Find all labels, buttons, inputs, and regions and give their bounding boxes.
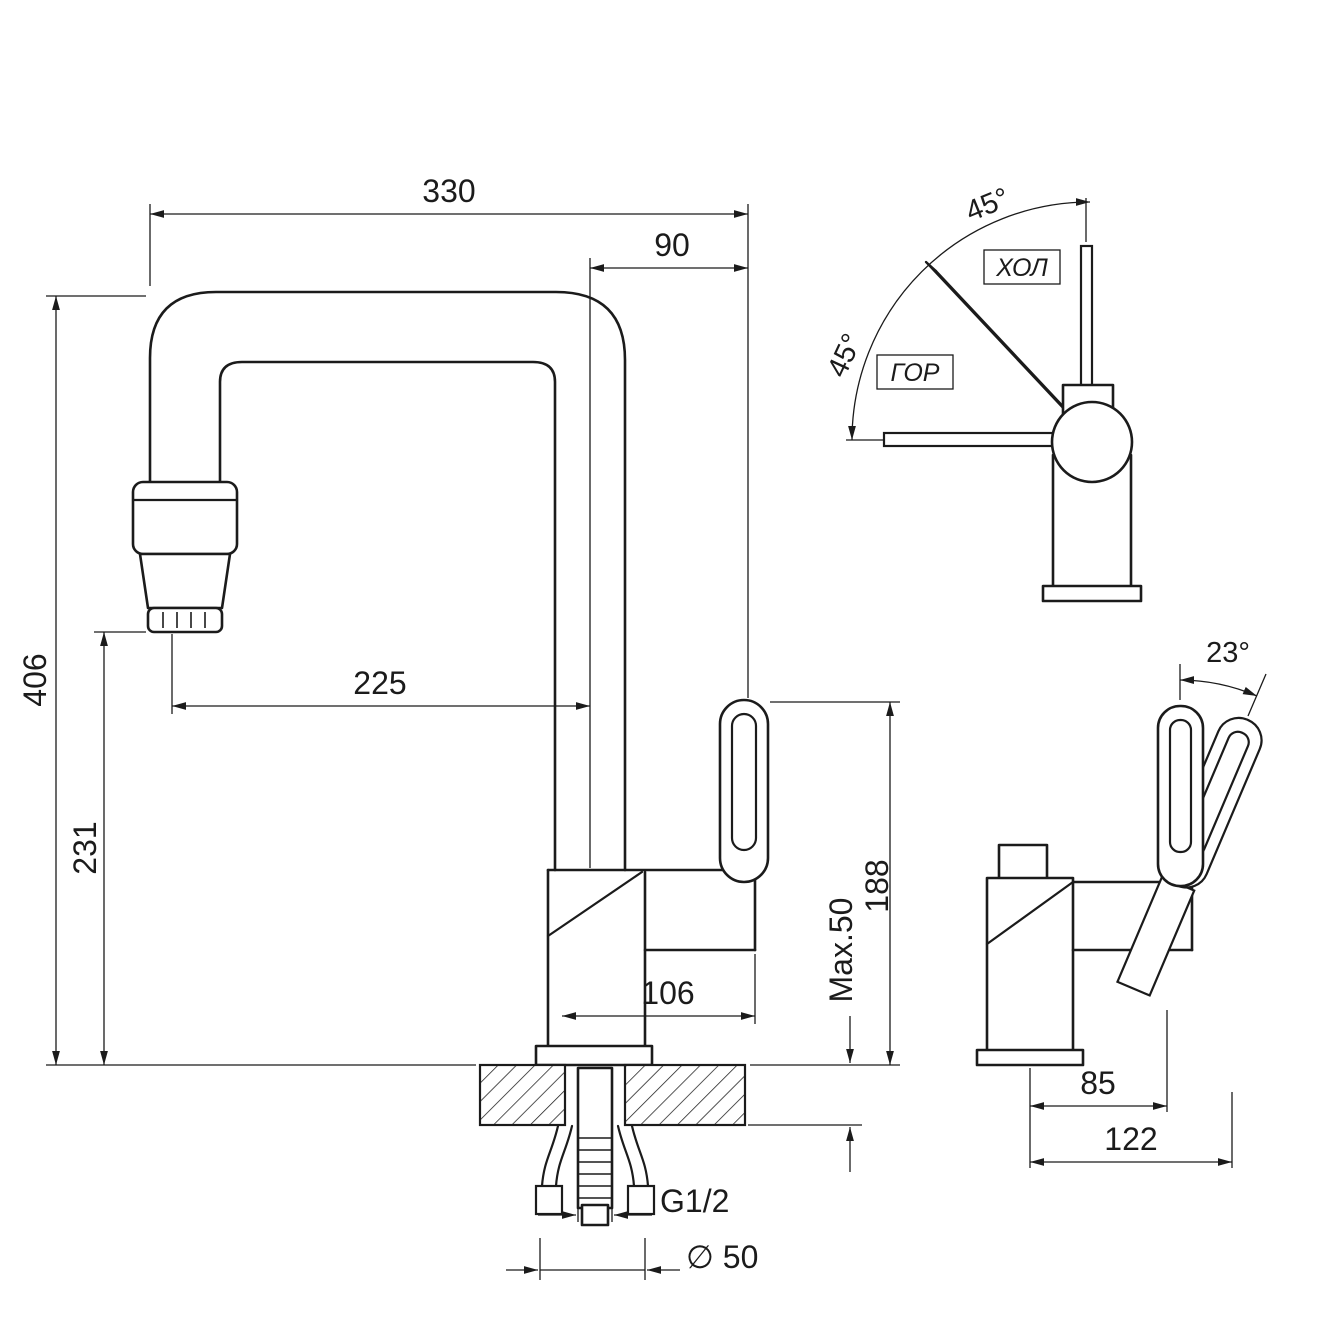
dim-total-height-label: 406 (17, 653, 53, 706)
dimension-106: 106 (562, 954, 756, 1024)
faucet-outline (131, 258, 770, 1067)
side-top-block (997, 843, 1049, 881)
handle-vertical-position (1079, 244, 1094, 390)
base-flange (534, 1044, 654, 1067)
dimension-122: 122 (1030, 1092, 1233, 1168)
front-handle-view: 45° 45° ХОЛ ГОР (821, 182, 1143, 603)
shank-and-hoses (534, 1066, 656, 1227)
dimension-diameter-50: ∅ 50 (506, 1238, 758, 1280)
dimension-231: 231 (67, 631, 146, 1065)
dimension-thread: G1/2 (538, 1183, 729, 1222)
hot-tag: ГОР (876, 354, 954, 390)
shank-nut (580, 1203, 610, 1227)
dim-spout-clearance-label: 231 (67, 821, 103, 874)
tilt-angle-label: 23° (1206, 637, 1250, 669)
hose-fitting-right (626, 1184, 656, 1216)
side-view: 23° 85 122 (975, 637, 1267, 1168)
dim-body-depth-label: 106 (641, 975, 694, 1011)
dimension-85: 85 (1029, 1010, 1168, 1168)
handle-horizontal-position (882, 431, 1082, 448)
dim-122-label: 122 (1104, 1121, 1157, 1157)
angle-upper-label: 45° (961, 182, 1014, 228)
sprayer-head (131, 480, 239, 634)
dimension-406: 406 (17, 295, 476, 1066)
dimension-90: 90 (590, 227, 748, 272)
rotation-arc-45: 45° 45° (821, 182, 1091, 441)
dimension-188: 188 (770, 701, 900, 1065)
hot-label: ГОР (891, 359, 940, 387)
dim-85-label: 85 (1080, 1065, 1116, 1101)
front-body (1041, 400, 1143, 603)
side-base-flange (975, 1048, 1085, 1067)
dim-spout-reach-label: 225 (353, 665, 406, 701)
handle-upright-position (1156, 704, 1205, 888)
side-body (975, 843, 1194, 1067)
dim-deck-thickness-label: Max.50 (823, 898, 859, 1003)
dimension-330: 330 (149, 173, 749, 698)
dim-total-width-label: 330 (422, 173, 475, 209)
dimension-max50: Max.50 (748, 898, 900, 1172)
main-view: 330 90 406 231 225 106 (17, 173, 900, 1280)
tilt-arc-23: 23° (1179, 637, 1267, 717)
faucet-body (546, 868, 757, 1048)
dim-base-diameter-label: ∅ 50 (686, 1239, 758, 1275)
dim-handle-height-label: 188 (859, 859, 895, 912)
countertop (478, 1063, 747, 1127)
dimension-225: 225 (171, 634, 590, 714)
hose-fitting-left (534, 1184, 564, 1216)
dim-spout-to-handle-label: 90 (654, 227, 690, 263)
joint-ball (1050, 400, 1134, 484)
dim-thread-label: G1/2 (660, 1183, 729, 1219)
handle-lever (718, 698, 770, 884)
cold-tag: ХОЛ (983, 249, 1061, 285)
cold-label: ХОЛ (995, 254, 1048, 282)
